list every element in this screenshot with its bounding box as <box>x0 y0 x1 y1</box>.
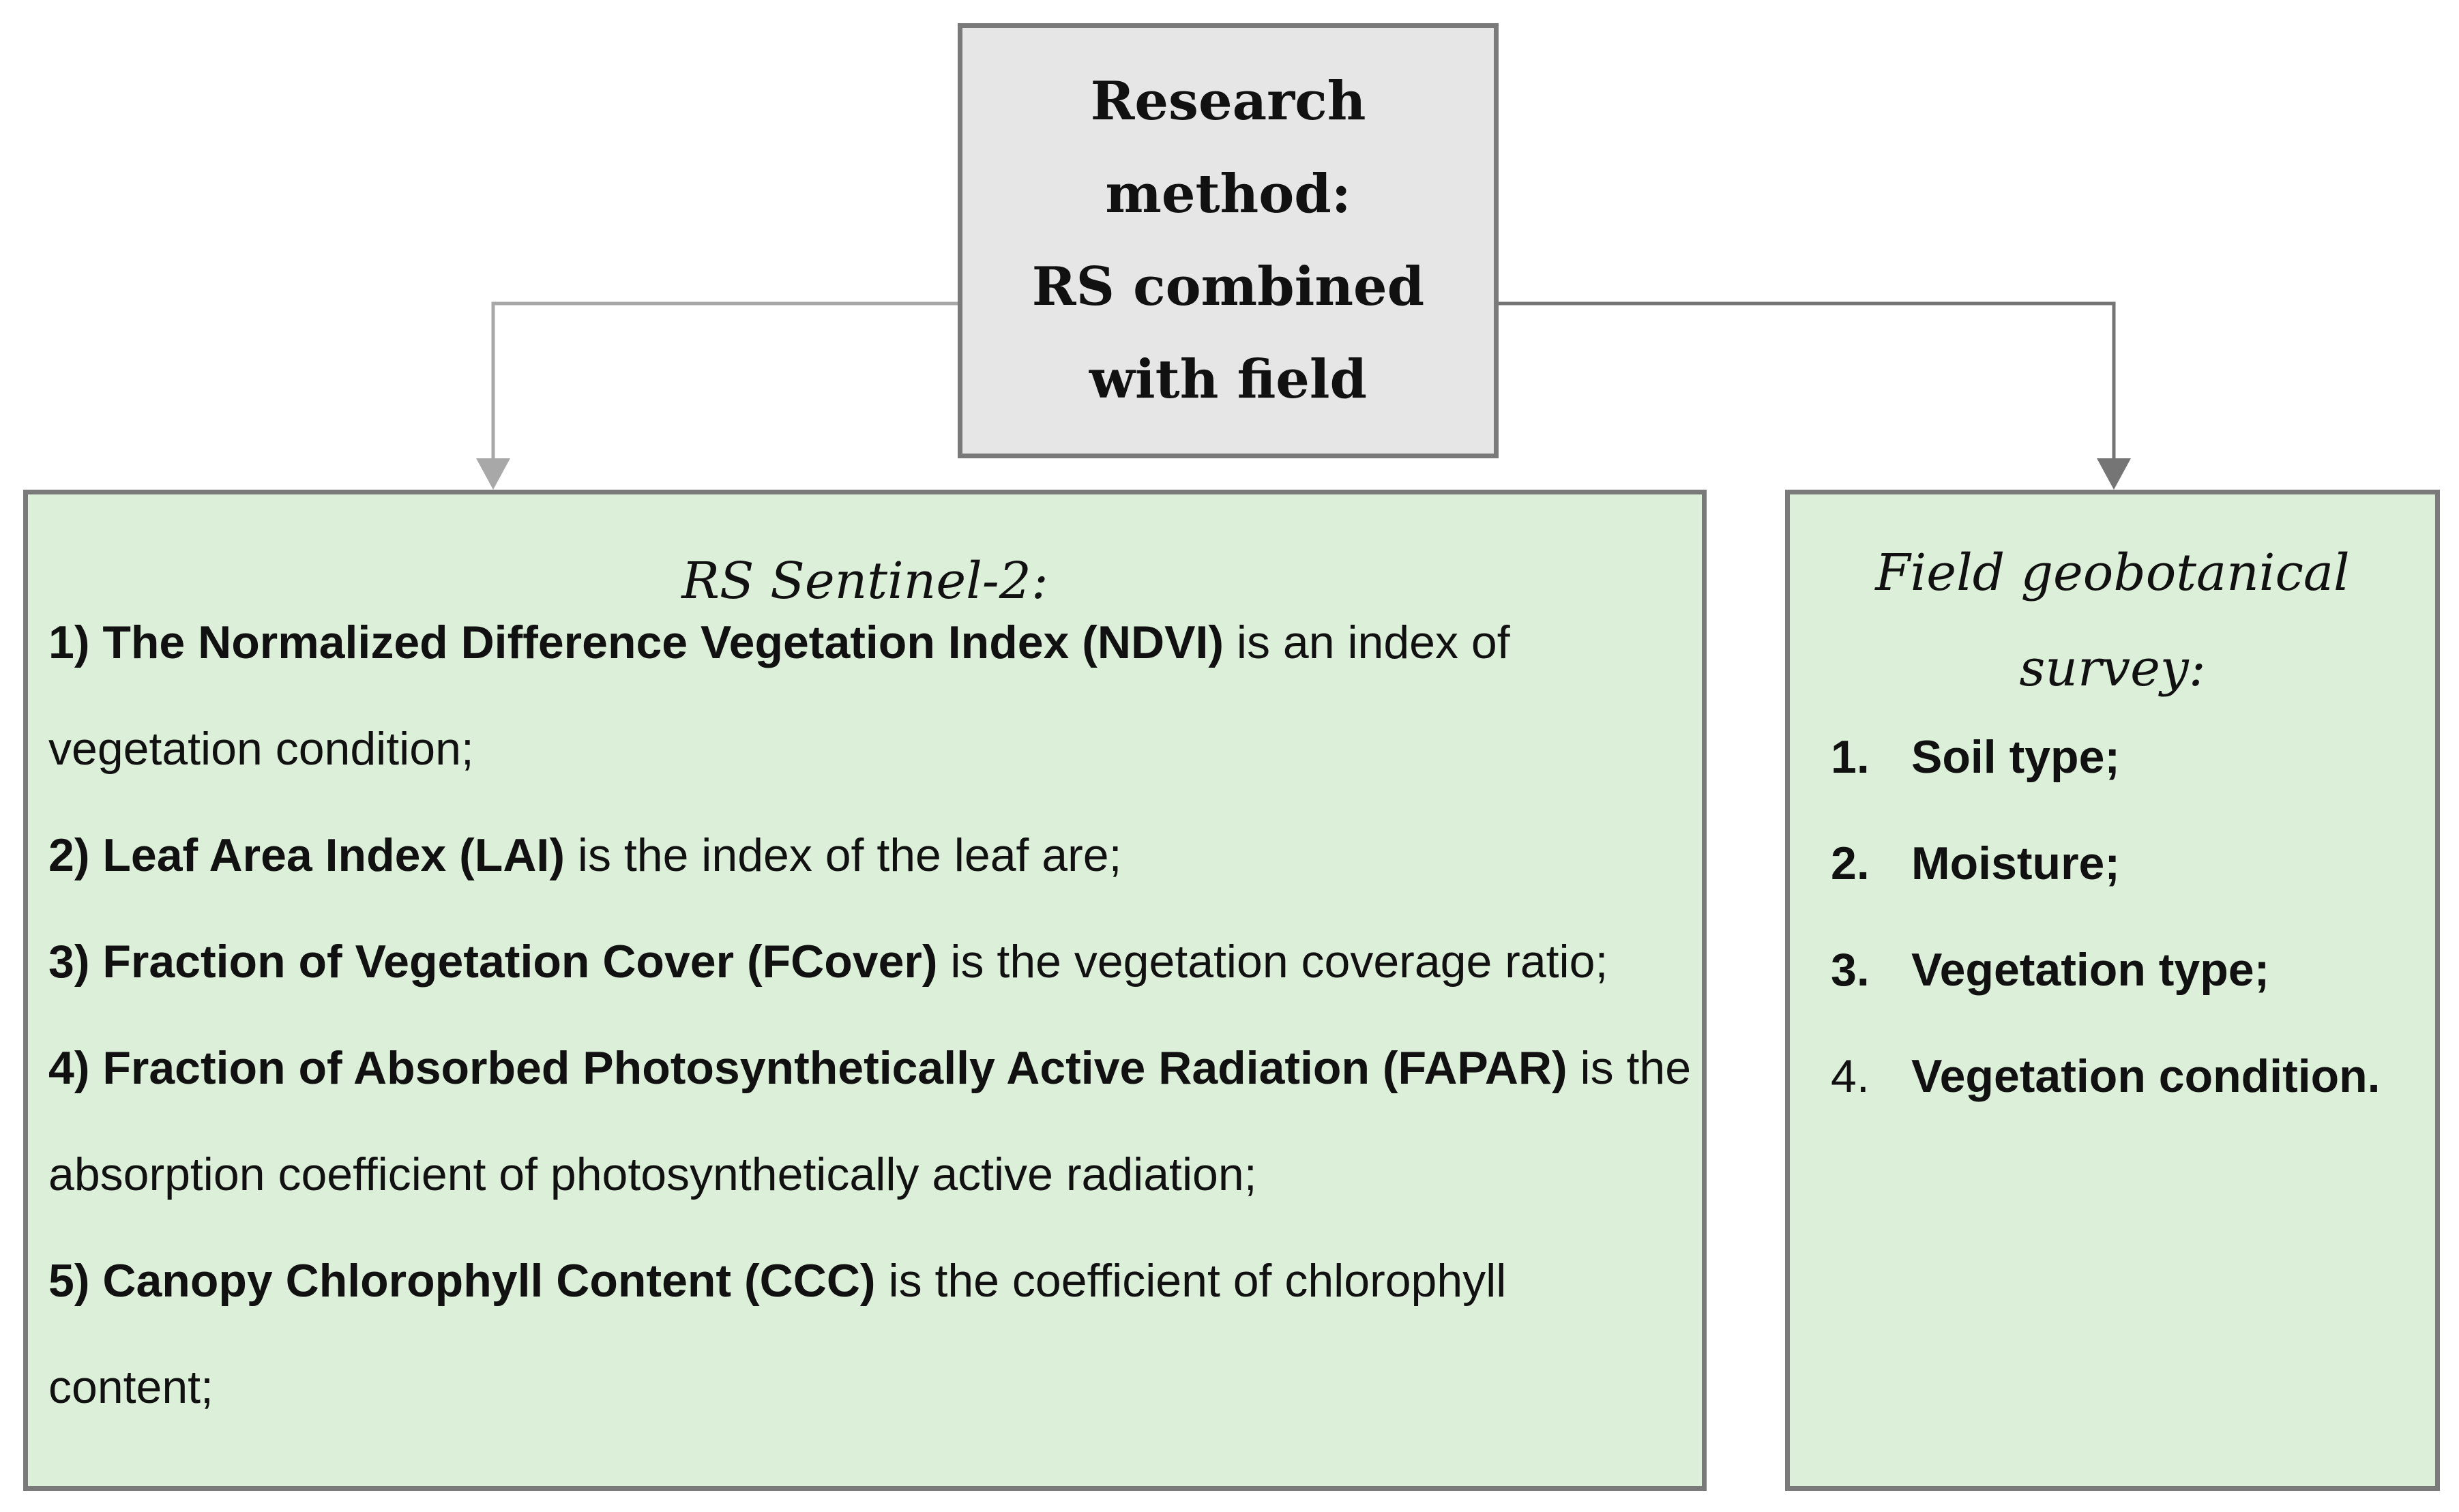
right-arrowhead-icon <box>2097 458 2131 490</box>
index-name: 1) The Normalized Difference Vegetation … <box>48 617 1224 668</box>
item-text: Vegetation type; <box>1911 944 2270 996</box>
heading-line: Field geobotanical <box>1875 544 2350 602</box>
index-description: content; <box>48 1361 213 1413</box>
item-number: 2. <box>1831 837 1870 889</box>
research-method-box: Research method: RS combined with field <box>958 23 1499 458</box>
index-description: is the index of the leaf are; <box>564 829 1122 881</box>
item-text: Vegetation condition. <box>1911 1050 2381 1102</box>
index-name: 4) Fraction of Absorbed Photosynthetical… <box>48 1042 1567 1094</box>
survey-item-soil-type: 1. Soil type; <box>1831 730 2120 784</box>
item-number: 4. <box>1831 1050 1870 1102</box>
item-number: 1. <box>1831 731 1870 783</box>
title-line: method: <box>1105 163 1351 225</box>
title-line: with field <box>1089 349 1368 411</box>
index-description: is the coefficient of chlorophyll <box>875 1255 1507 1307</box>
index-line-lai: 2) Leaf Area Index (LAI) is the index of… <box>48 828 1121 883</box>
index-name: 2) Leaf Area Index (LAI) <box>48 829 565 881</box>
title-line: Research <box>1090 70 1366 132</box>
index-line-ndvi: 1) The Normalized Difference Vegetation … <box>48 615 1510 670</box>
index-line-continuation: absorption coefficient of photosynthetic… <box>48 1147 1257 1202</box>
index-line-fapar: 4) Fraction of Absorbed Photosynthetical… <box>48 1041 1691 1095</box>
survey-item-vegetation-condition: 4. Vegetation condition. <box>1831 1049 2381 1103</box>
index-line-continuation: vegetation condition; <box>48 722 474 776</box>
rs-sentinel-heading: RS Sentinel-2: <box>681 552 1048 610</box>
index-description: is the vegetation coverage ratio; <box>937 936 1608 988</box>
title-line: RS combined <box>1031 256 1425 318</box>
left-connector-line <box>491 301 958 462</box>
research-method-title: Research method: RS combined with field <box>1032 55 1424 426</box>
survey-item-moisture: 2. Moisture; <box>1831 836 2120 891</box>
heading-line: survey: <box>2019 639 2206 698</box>
left-arrowhead-icon <box>476 458 510 490</box>
item-number: 3. <box>1831 944 1870 996</box>
field-survey-box: Field geobotanical survey: 1.Soil type; … <box>1785 490 2440 1491</box>
item-text: Soil type; <box>1911 731 2121 783</box>
index-name: 5) Canopy Chlorophyll Content (CCC) <box>48 1255 876 1307</box>
index-description: absorption coefficient of photosynthetic… <box>48 1148 1257 1200</box>
index-description: is an index of <box>1224 617 1510 668</box>
rs-sentinel-box: RS Sentinel-2: 1) The Normalized Differe… <box>23 490 1707 1491</box>
index-line-fcover: 3) Fraction of Vegetation Cover (FCover)… <box>48 934 1608 989</box>
survey-item-vegetation-type: 3. Vegetation type; <box>1831 943 2269 997</box>
right-connector-line <box>1499 301 2116 462</box>
field-survey-heading: Field geobotanical survey: <box>1790 525 2435 716</box>
index-line-continuation: content; <box>48 1360 213 1414</box>
item-text: Moisture; <box>1911 837 2120 889</box>
index-line-ccc: 5) Canopy Chlorophyll Content (CCC) is t… <box>48 1254 1506 1308</box>
index-description: vegetation condition; <box>48 723 474 775</box>
index-description: is the <box>1567 1042 1692 1094</box>
index-name: 3) Fraction of Vegetation Cover (FCover) <box>48 936 938 988</box>
